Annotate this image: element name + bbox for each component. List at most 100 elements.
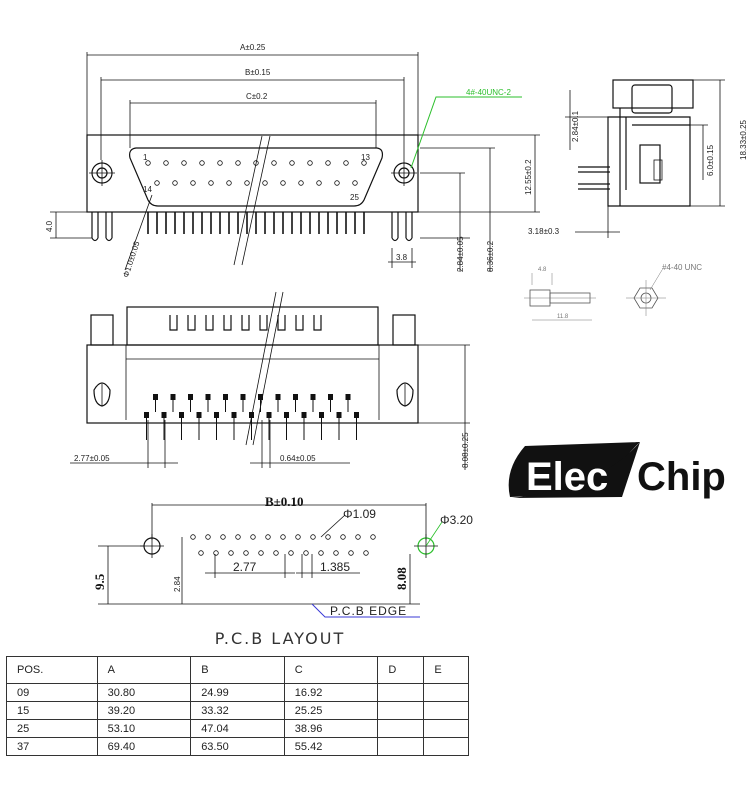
pcb-pad (265, 534, 271, 540)
front-flange (86, 134, 419, 213)
shell-slot (187, 315, 196, 331)
front-legs (147, 212, 365, 234)
table-cell: 37 (6, 737, 98, 756)
table-cell: 55.42 (283, 737, 379, 756)
dim-6-0: 6.0±0.15 (706, 144, 715, 176)
dim-18-33: 18.33±0.25 (739, 119, 748, 160)
side-view: 18.33±0.25 6.0±0.15 2.84±0.1 3.18±0.3 (528, 79, 748, 238)
table-cell (377, 683, 425, 702)
shell-slot (295, 315, 304, 331)
table-cell: 33.32 (190, 701, 285, 720)
pin-hole (262, 180, 268, 186)
pin-hole (226, 180, 232, 186)
pin-foot (223, 394, 228, 400)
logo-elec: Elec (526, 455, 608, 499)
dim-8-36: 8.36±0.2 (486, 240, 495, 272)
dim-2-84-top: 2.84±0.1 (571, 110, 580, 142)
pcb-dim-8-08: 8.08 (394, 567, 409, 590)
bottom-view: 2.77±0.05 0.64±0.05 8.08±0.25 (70, 291, 470, 470)
pcb-edge-label: P.C.B EDGE (330, 604, 407, 618)
dim-3-18: 3.18±0.3 (528, 227, 560, 236)
table-cell: 53.10 (96, 719, 192, 738)
dimension-table: POS. A B C D E 09 30.80 24.99 16.92 15 3… (6, 656, 469, 756)
table-row: 09 30.80 24.99 16.92 (6, 683, 469, 702)
table-cell: 38.96 (283, 719, 379, 738)
shell-slot (223, 315, 232, 331)
pin-foot (214, 412, 219, 418)
dim-4-0: 4.0 (45, 220, 54, 232)
table-cell (423, 737, 469, 756)
pin-1-label: 1 (143, 153, 148, 162)
elecchip-logo: Elec Chip (508, 442, 726, 499)
pcb-pad (190, 534, 196, 540)
pin-13-label: 13 (361, 153, 370, 162)
table-header: D (377, 656, 425, 684)
pcb-pad (303, 550, 309, 556)
pin-hole (244, 180, 250, 186)
pin-foot (170, 394, 176, 400)
pin-foot (354, 412, 359, 418)
pin-foot (328, 394, 333, 400)
pcb-pad (318, 550, 324, 556)
shell-slot (277, 315, 286, 331)
pcb-phi-1-09: Φ1.09 (343, 507, 376, 521)
table-row: 37 69.40 63.50 55.42 (6, 737, 469, 756)
pcb-phi-3-20: Φ3.20 (440, 513, 473, 527)
table-cell (423, 701, 469, 720)
pcb-pad (363, 550, 369, 556)
pcb-pad (205, 534, 211, 540)
pin-hole (334, 180, 340, 186)
pcb-dim-1-385: 1.385 (320, 560, 350, 574)
pin-foot (240, 394, 246, 400)
pin-foot (266, 412, 272, 418)
table-cell (377, 719, 425, 738)
table-row: 15 39.20 33.32 25.25 (6, 701, 469, 720)
table-header: C (283, 656, 379, 684)
table-cell: 16.92 (283, 683, 379, 702)
hardware-detail: 4.8 11.8 #4-40 UNC (524, 263, 702, 321)
table-cell: 63.50 (190, 737, 285, 756)
table-header: B (190, 656, 285, 684)
dim-3-8: 3.8 (396, 253, 408, 262)
pin-14-label: 14 (143, 185, 152, 194)
pin-foot (310, 394, 316, 400)
pcb-pad (213, 550, 219, 556)
pcb-pad (250, 534, 256, 540)
table-cell: 25.25 (283, 701, 379, 720)
pcb-pad (288, 550, 294, 556)
dim-11-8: 11.8 (557, 314, 569, 320)
dim-8-08-b: 8.08±0.25 (461, 432, 470, 468)
pcb-dim-b: B±0.10 (265, 494, 304, 509)
pin-foot (188, 394, 193, 400)
pcb-pad (325, 534, 331, 540)
pcb-dim-2-77: 2.77 (233, 560, 257, 574)
pin-hole (343, 160, 349, 166)
pcb-pad (273, 550, 279, 556)
pin-foot (336, 412, 342, 418)
pin-foot (293, 394, 298, 400)
unc-label: #4-40 UNC (662, 263, 702, 272)
pin-hole (325, 160, 331, 166)
pin-hole (190, 180, 196, 186)
table-cell: 39.20 (96, 701, 192, 720)
pin-25-label: 25 (350, 193, 359, 202)
pin-hole (172, 180, 178, 186)
pin-hole (199, 160, 205, 166)
pin-foot (196, 412, 202, 418)
dim-12-55: 12.55±0.2 (524, 159, 533, 195)
table-header: POS. (6, 656, 98, 684)
table-cell: 69.40 (96, 737, 192, 756)
table-cell (377, 701, 425, 720)
table-cell: 47.04 (190, 719, 285, 738)
pcb-pad (280, 534, 286, 540)
table-cell: 15 (6, 701, 98, 720)
pcb-pad (310, 534, 316, 540)
table-cell (423, 719, 469, 738)
logo-chip: Chip (637, 455, 726, 499)
shell-slot (205, 315, 214, 331)
pin-foot (153, 394, 158, 400)
pcb-pad (340, 534, 346, 540)
table-cell: 30.80 (96, 683, 192, 702)
pin-hole (145, 160, 151, 166)
table-header: E (423, 656, 469, 684)
